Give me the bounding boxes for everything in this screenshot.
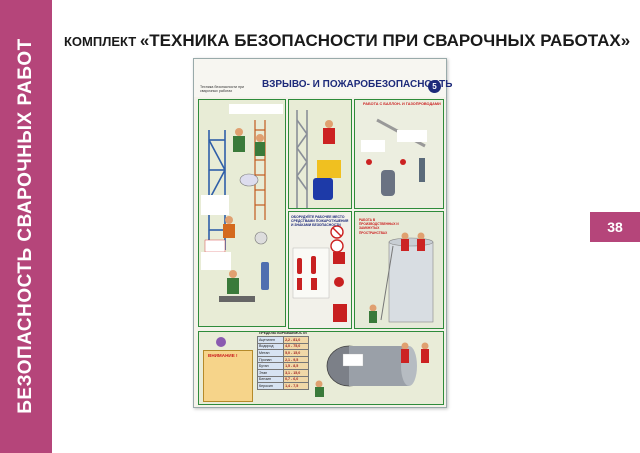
gas-range: 2,1 - 9,5 xyxy=(283,355,309,364)
gas-range: 3,1 - 15,0 xyxy=(283,368,309,377)
tanks-panel-title: РАБОТА В ПРОИЗВОДСТВЕННЫХ И ЗАМКНУТЫХ ПР… xyxy=(359,218,399,235)
poster-number: 5 xyxy=(428,80,441,93)
tower-illustration xyxy=(289,100,351,208)
gas-name: Водород xyxy=(256,342,285,351)
fire-equipment-illustration xyxy=(289,212,351,328)
panel-cylinders: РАБОТА С БАЛЛОН- И ГАЗОПРОВОДАМИ xyxy=(354,99,444,209)
poster-subtitle: Техника безопасности при сварочных работ… xyxy=(200,85,245,94)
safety-poster: Техника безопасности при сварочных работ… xyxy=(193,58,452,408)
scaffold-note-2 xyxy=(201,195,229,215)
gas-name: Ацетилен xyxy=(256,336,285,344)
poster-header: Техника безопасности при сварочных работ… xyxy=(194,59,452,97)
tanks-illustration xyxy=(355,212,443,328)
gas-name: Пропан xyxy=(256,355,285,364)
page-number-badge: 38 xyxy=(590,212,640,242)
gas-range: 1,5 - 8,5 xyxy=(283,362,309,370)
scaffold-note-3 xyxy=(201,252,231,270)
gas-range: 0,7 - 6,0 xyxy=(283,375,309,384)
cylinders-illustration xyxy=(355,100,443,208)
scaffold-illustration xyxy=(199,100,285,326)
side-band: БЕЗОПАСНОСТЬ СВАРОЧНЫХ РАБОТ xyxy=(0,0,52,453)
warning-title: ВНИМАНИЕ ! xyxy=(208,353,238,358)
gas-range: 2,2 - 81,0 xyxy=(283,336,309,344)
gas-name: Бутан xyxy=(256,362,285,370)
gas-name: Метан xyxy=(256,349,285,357)
header-prefix: КОМПЛЕКТ xyxy=(64,34,140,49)
header-title: «ТЕХНИКА БЕЗОПАСНОСТИ ПРИ СВАРОЧНЫХ РАБО… xyxy=(139,31,631,50)
gas-range: 4,0 - 75,0 xyxy=(283,342,309,351)
cylinders-panel-title: РАБОТА С БАЛЛОН- И ГАЗОПРОВОДАМИ xyxy=(363,102,441,106)
gas-name: Бензин xyxy=(256,375,285,384)
panel-fire-equipment: ОБОРУДУЙТЕ РАБОЧЕЕ МЕСТО СРЕДСТВАМИ ПОЖА… xyxy=(288,211,352,329)
fire-panel-title: ОБОРУДУЙТЕ РАБОЧЕЕ МЕСТО СРЕДСТВАМИ ПОЖА… xyxy=(291,215,349,227)
gas-range: 5,0 - 15,0 xyxy=(283,349,309,357)
panel-tower xyxy=(288,99,352,209)
page-header: КОМПЛЕКТ «ТЕХНИКА БЕЗОПАСНОСТИ ПРИ СВАРО… xyxy=(64,31,630,53)
gas-range: 1,4 - 7,5 xyxy=(283,382,309,390)
scaffold-note-1 xyxy=(229,104,283,114)
panel-tanks: РАБОТА В ПРОИЗВОДСТВЕННЫХ И ЗАМКНУТЫХ ПР… xyxy=(354,211,444,329)
gas-table-title: ПРЕДЕЛЫ ВЗРЫВАЕМОСТИ xyxy=(259,331,307,335)
side-title: БЕЗОПАСНОСТЬ СВАРОЧНЫХ РАБОТ xyxy=(15,38,36,414)
gas-name: Этан xyxy=(256,368,285,377)
gas-name: Керосин xyxy=(256,382,285,390)
panel-scaffold xyxy=(198,99,286,327)
poster-title: ВЗРЫВО- И ПОЖАРОБЕЗОПАСНОСТЬ xyxy=(262,79,453,90)
warning-box: ВНИМАНИЕ ! xyxy=(203,350,253,402)
